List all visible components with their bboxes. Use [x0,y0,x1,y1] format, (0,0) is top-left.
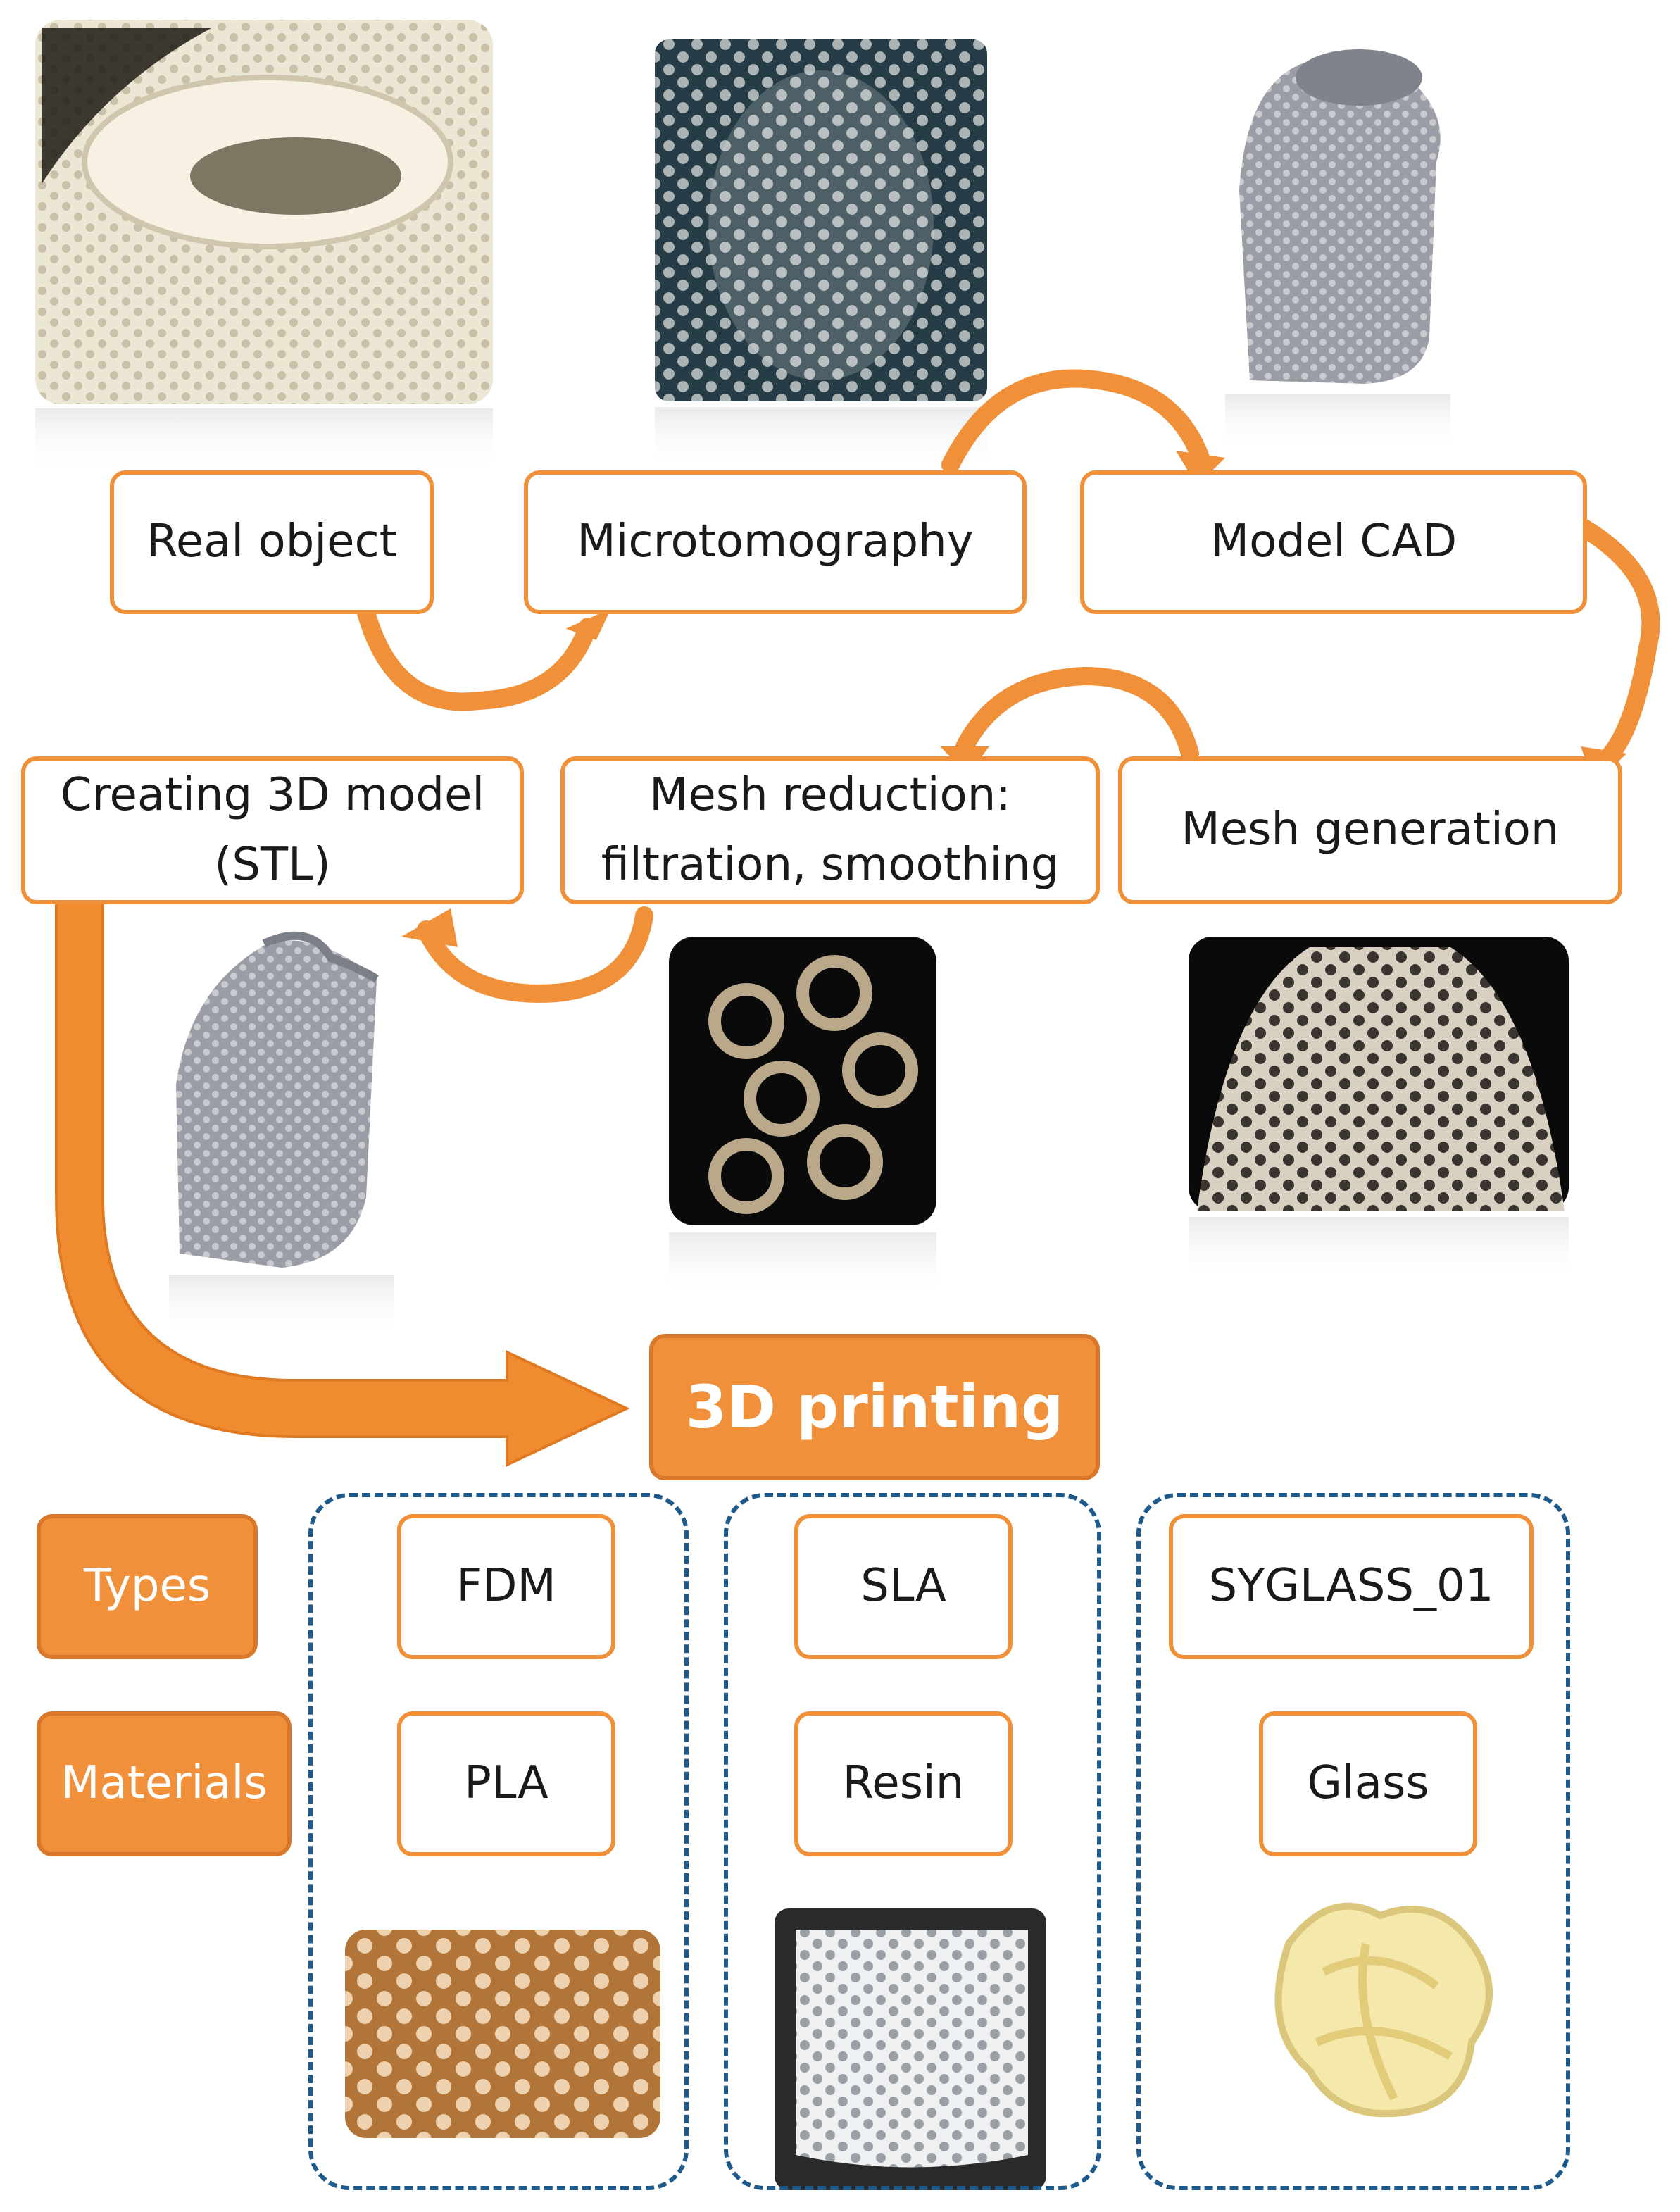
material-glass-label: Glass [1307,1757,1429,1810]
type-sla-label: SLA [860,1560,946,1613]
3d-printing-label: 3D printing [685,1372,1064,1442]
types-legend-box: Types [37,1514,258,1659]
microtomography-box: Microtomography [524,470,1027,614]
mesh-generation-photo [1189,937,1569,1280]
material-resin-label: Resin [842,1757,965,1810]
material-box-pla: PLA [397,1711,615,1856]
process-arrows [357,369,1660,1003]
model-cad-box: Model CAD [1080,470,1587,614]
sla-print-photo [775,1908,1046,2190]
material-box-glass: Glass [1259,1711,1477,1856]
type-fdm-label: FDM [456,1560,556,1613]
material-box-resin: Resin [794,1711,1013,1856]
types-label: Types [83,1560,211,1613]
arrow-real-to-micro [357,604,597,711]
real-object-photo [35,20,493,472]
arrow-reduction-to-stl [417,906,653,1003]
materials-legend-box: Materials [37,1711,292,1856]
stl-model-photo [169,931,394,1338]
real-object-label: Real object [146,515,397,568]
stl-label: (STL) [214,839,331,891]
microtomography-label: Microtomography [577,515,974,568]
fdm-print-photo [345,1930,660,2138]
type-box-sla: SLA [794,1514,1013,1659]
model-cad-label: Model CAD [1210,515,1458,568]
arrow-to-3d-printing [55,901,630,1468]
creating-3d-model-label: Creating 3D model [60,768,485,821]
filtration-smoothing-label: filtration, smoothing [601,839,1060,891]
model-cad-photo [1225,49,1450,451]
sla-group [724,1493,1101,2190]
arrow-cad-to-meshgen [1575,519,1660,770]
creating-3d-model-box: Creating 3D model (STL) [21,756,524,904]
microtomography-photo [655,39,987,470]
material-pla-label: PLA [464,1757,548,1810]
real-object-box: Real object [110,470,434,614]
mesh-reduction-photo [669,937,936,1296]
mesh-reduction-label: Mesh reduction: [649,768,1011,821]
fdm-group [308,1493,689,2190]
type-box-fdm: FDM [397,1514,615,1659]
type-box-syglass: SYGLASS_01 [1169,1514,1534,1659]
mesh-generation-label: Mesh generation [1181,804,1560,856]
mesh-generation-box: Mesh generation [1118,756,1622,904]
3d-printing-box: 3D printing [649,1334,1100,1480]
glass-print-photo [1274,1902,1493,2118]
type-syglass-label: SYGLASS_01 [1208,1560,1494,1613]
materials-label: Materials [61,1757,268,1810]
arrow-micro-to-cad [941,369,1210,474]
syglass-group [1136,1493,1570,2190]
arrow-meshgen-to-reduction [955,666,1199,763]
mesh-reduction-box: Mesh reduction: filtration, smoothing [560,756,1100,904]
